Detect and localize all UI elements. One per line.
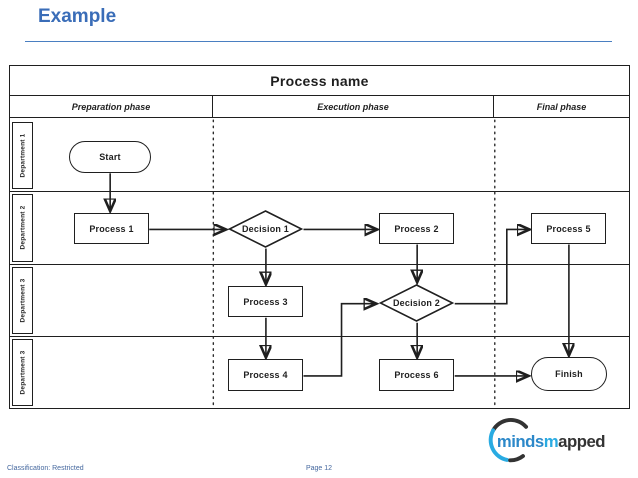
page-number: Page 12 <box>305 465 333 472</box>
phase-final: Final phase <box>536 101 587 112</box>
mindsmapped-logo: mindsmapped <box>488 417 606 463</box>
node-label: Process 4 <box>243 370 288 380</box>
node-label: Process 1 <box>89 223 134 234</box>
logo-text-m: m <box>544 432 558 451</box>
swimlanes: Department 1 Department 2 Department 3 D… <box>10 120 629 408</box>
lane-department-3b: Department 3 <box>10 337 629 408</box>
logo-arc-cyan <box>488 428 510 462</box>
swimlane-diagram: Process name Preparation phase Execution… <box>9 65 630 409</box>
lane-label-box: Department 3 <box>12 338 33 406</box>
lane-label-box: Department 1 <box>12 122 33 190</box>
node-label: Process 3 <box>243 296 288 307</box>
diagram-title: Process name <box>10 66 629 96</box>
title-underline <box>25 41 612 42</box>
node-process-2: Process 2 <box>379 213 454 244</box>
diamond-shape <box>379 284 454 322</box>
node-label: Process 6 <box>394 370 439 380</box>
classification-label: Classification: Restricted <box>7 465 84 472</box>
lane-label-box: Department 2 <box>12 194 33 262</box>
edge-process4-decision2 <box>303 304 375 377</box>
lane-label-box: Department 3 <box>12 266 33 334</box>
node-label: Finish <box>555 369 583 379</box>
logo-arc-dark-top <box>491 417 529 433</box>
node-label: Start <box>99 152 121 162</box>
diamond-shape <box>228 210 303 248</box>
lane-department-3: Department 3 <box>10 265 629 337</box>
lane-department-1: Department 1 <box>10 120 629 193</box>
logo-text-minds: minds <box>497 432 544 451</box>
node-label: Decision 1 <box>241 224 290 234</box>
flow-connectors <box>10 119 629 408</box>
node-start: Start <box>69 141 151 173</box>
node-finish: Finish <box>531 357 607 391</box>
node-label: Process 2 <box>394 223 439 234</box>
node-decision-2: Decision 2 <box>379 284 454 322</box>
phase-header-row: Preparation phase Execution phase Final … <box>10 96 629 118</box>
node-process-3: Process 3 <box>228 286 303 317</box>
phase-preparation: Preparation phase <box>10 96 213 117</box>
logo-arc-dark-bottom <box>508 454 525 463</box>
node-process-1: Process 1 <box>74 213 149 244</box>
node-process-5: Process 5 <box>531 213 606 244</box>
lane-department-2: Department 2 <box>10 192 629 265</box>
node-process-4: Process 4 <box>228 359 303 391</box>
logo-text: mindsmapped <box>497 432 605 451</box>
node-process-6: Process 6 <box>379 359 454 391</box>
page-title: Example <box>38 6 117 27</box>
node-label: Decision 2 <box>392 298 441 308</box>
logo-text-apped: apped <box>558 432 605 451</box>
edge-decision2-process5 <box>454 229 529 305</box>
node-decision-1: Decision 1 <box>228 210 303 248</box>
phase-execution: Execution phase <box>213 96 494 117</box>
node-label: Process 5 <box>546 223 591 234</box>
